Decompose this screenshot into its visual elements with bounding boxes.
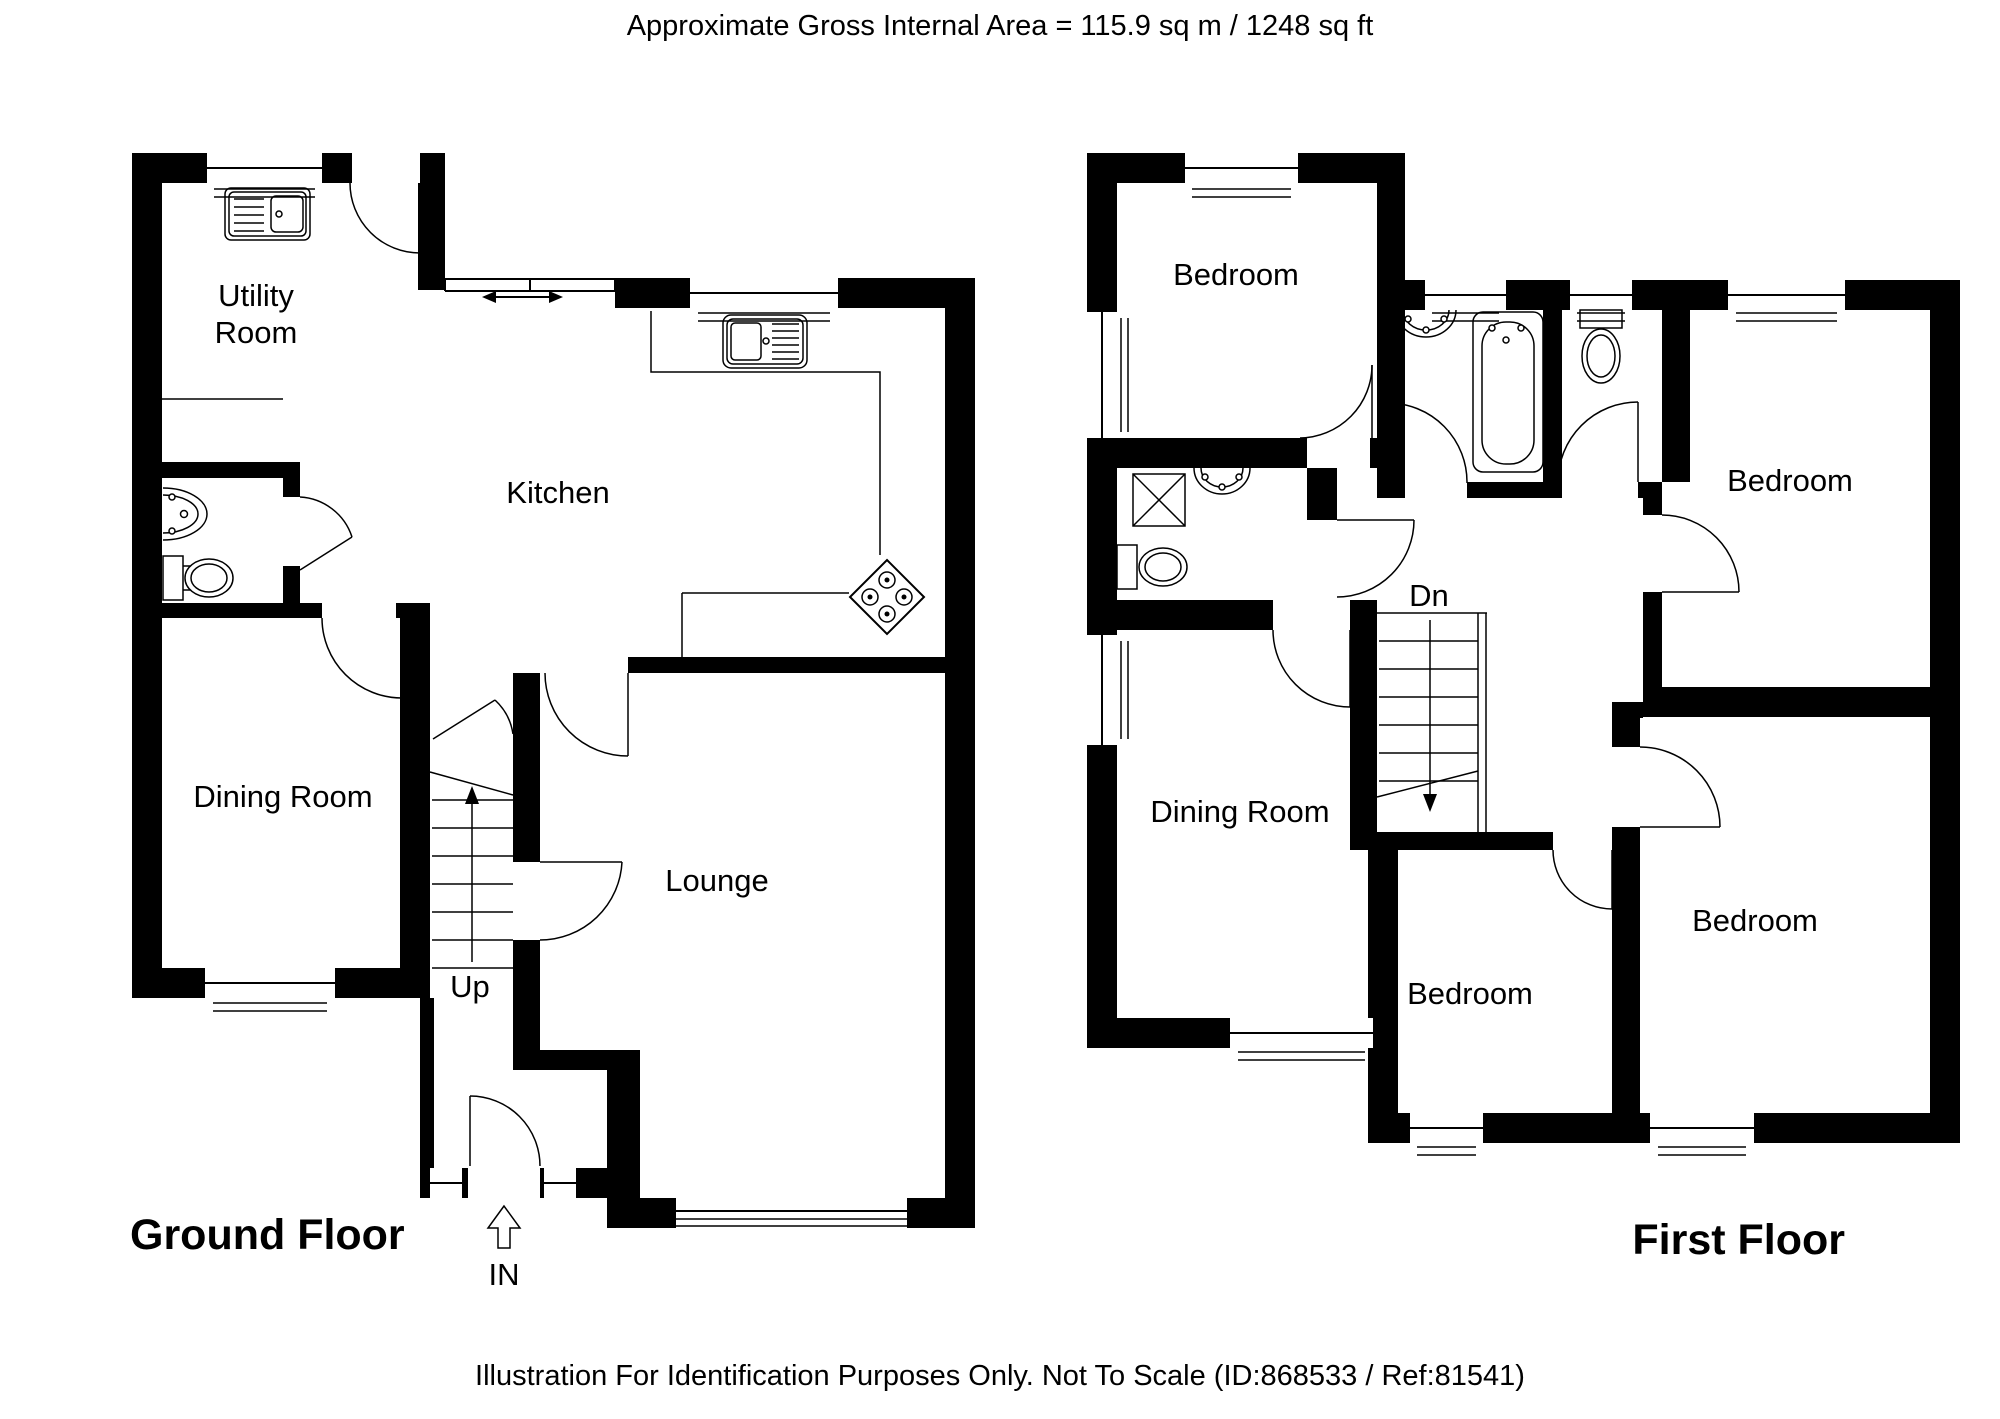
entrance-label: IN <box>489 1257 520 1292</box>
bedroom-top-left-label: Bedroom <box>1173 257 1299 292</box>
first-floor-plan: Bedroom Bedroom Dining Room Dn Bedroom B… <box>1087 153 1960 1264</box>
entrance-arrow-icon <box>486 1204 522 1249</box>
page-title: Approximate Gross Internal Area = 115.9 … <box>626 10 1374 42</box>
dining-room-first-label: Dining Room <box>1150 794 1329 829</box>
ground-windows <box>205 153 907 1228</box>
bath-icon <box>1472 311 1544 473</box>
bedroom-bottom-middle-label: Bedroom <box>1407 976 1533 1011</box>
first-doors <box>1272 364 1740 910</box>
kitchen-label: Kitchen <box>506 475 609 510</box>
shower-icon <box>1132 473 1186 527</box>
wc-toilet-icon <box>162 555 234 601</box>
utility-room-label-2: Room <box>215 315 298 350</box>
shower-room-basin-icon <box>1193 467 1251 495</box>
bedroom-bottom-right-label: Bedroom <box>1692 903 1818 938</box>
kitchen-counter <box>650 311 881 657</box>
footer-disclaimer: Illustration For Identification Purposes… <box>475 1360 1525 1392</box>
stairs-down-label: Dn <box>1409 578 1449 613</box>
first-floor-title: First Floor <box>1632 1216 1845 1264</box>
up-arrow-icon <box>465 786 479 962</box>
stairs-up-label: Up <box>450 969 490 1004</box>
bedroom-top-right-label: Bedroom <box>1727 463 1853 498</box>
sliding-door <box>444 278 616 303</box>
first-windows <box>1087 153 1845 1156</box>
shower-room-toilet-icon <box>1116 544 1188 590</box>
bathroom-basin-icon <box>1395 309 1457 338</box>
stairs-down <box>1376 612 1487 838</box>
ground-floor-title: Ground Floor <box>130 1211 405 1259</box>
utility-sink-icon <box>162 187 311 400</box>
kitchen-sink-icon <box>722 314 808 369</box>
first-walls <box>1087 153 1960 1143</box>
sliding-door-arrow-icon <box>482 291 563 303</box>
ground-floor-plan: Utility Room Kitchen Dining Room Lounge … <box>130 153 975 1292</box>
wc-first-toilet-icon <box>1579 309 1623 384</box>
down-arrow-icon <box>1423 620 1437 812</box>
lounge-label: Lounge <box>665 863 768 898</box>
wc-basin-icon <box>162 487 208 541</box>
stairs-up <box>429 771 514 969</box>
utility-room-label: Utility <box>218 278 294 313</box>
dining-room-label: Dining Room <box>193 779 372 814</box>
ground-doors <box>299 182 629 1167</box>
hob-icon <box>848 558 926 636</box>
